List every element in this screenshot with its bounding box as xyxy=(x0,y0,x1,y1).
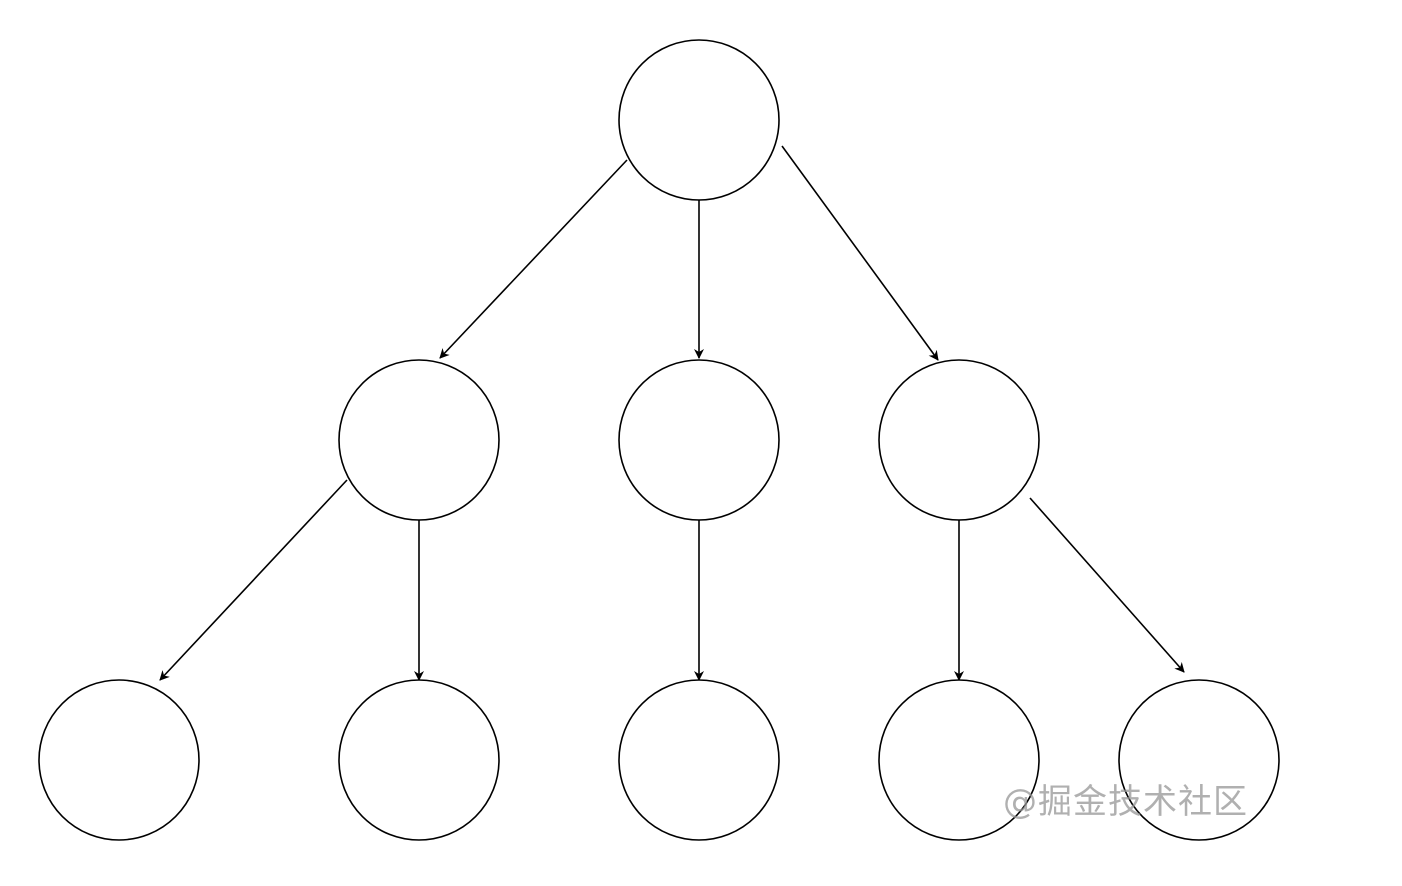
tree-node-a2 xyxy=(338,679,500,841)
tree-node-c2 xyxy=(1118,679,1280,841)
tree-node-a xyxy=(338,359,500,521)
edge-arrow-a-a1 xyxy=(159,479,348,681)
tree-node-root xyxy=(618,39,780,201)
tree-node-b1 xyxy=(618,679,780,841)
watermark: @掘金技术社区 xyxy=(1003,782,1248,822)
tree-node-b xyxy=(618,359,780,521)
edge-arrow-root-a xyxy=(439,159,628,359)
tree-node-a1 xyxy=(38,679,200,841)
edge-arrow-c-c2 xyxy=(1029,497,1185,673)
edge-arrow-root-c xyxy=(781,145,939,361)
tree-node-c1 xyxy=(878,679,1040,841)
tree-node-c xyxy=(878,359,1040,521)
